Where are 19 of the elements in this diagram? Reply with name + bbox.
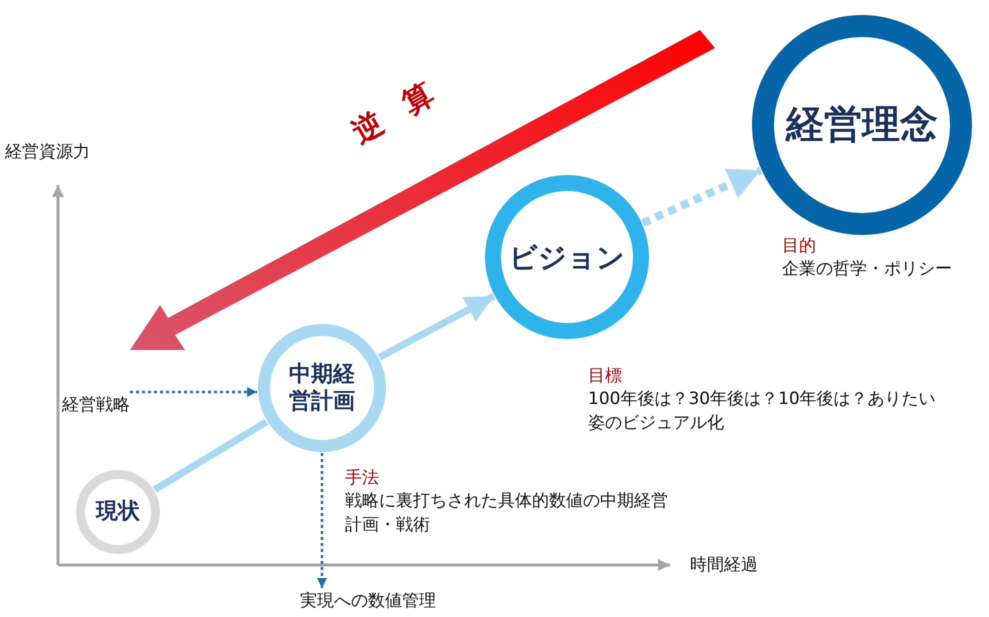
description-text: 企業の哲学・ポリシー xyxy=(782,258,953,281)
node-label: ビジョン xyxy=(509,240,625,274)
annotation-text: 実現への数値管理 xyxy=(300,590,436,614)
arrow-label: 逆算 xyxy=(346,62,466,153)
annotation-text: 経営戦略 xyxy=(62,394,130,418)
section-heading: 手法 xyxy=(345,467,380,489)
dotted-arrow xyxy=(641,166,762,227)
dotted-arrow xyxy=(317,453,327,588)
axis-label: 時間経過 xyxy=(690,554,758,576)
section-heading: 目的 xyxy=(782,235,817,257)
node-label: 中期経営計画 xyxy=(288,360,356,416)
connector-line xyxy=(152,418,268,493)
section-heading: 目標 xyxy=(588,365,623,387)
node-label: 現状 xyxy=(96,498,140,526)
node-label: 経営理念 xyxy=(786,101,938,148)
axis-label: 経営資源力 xyxy=(5,141,90,163)
description-text: 戦略に裏打ちされた具体的数値の中期経営計画・戦術 xyxy=(345,490,669,537)
dotted-arrow xyxy=(130,387,258,397)
description-text: 100年後は？30年後は？10年後は？ありたい姿のビジュアル化 xyxy=(588,388,937,435)
